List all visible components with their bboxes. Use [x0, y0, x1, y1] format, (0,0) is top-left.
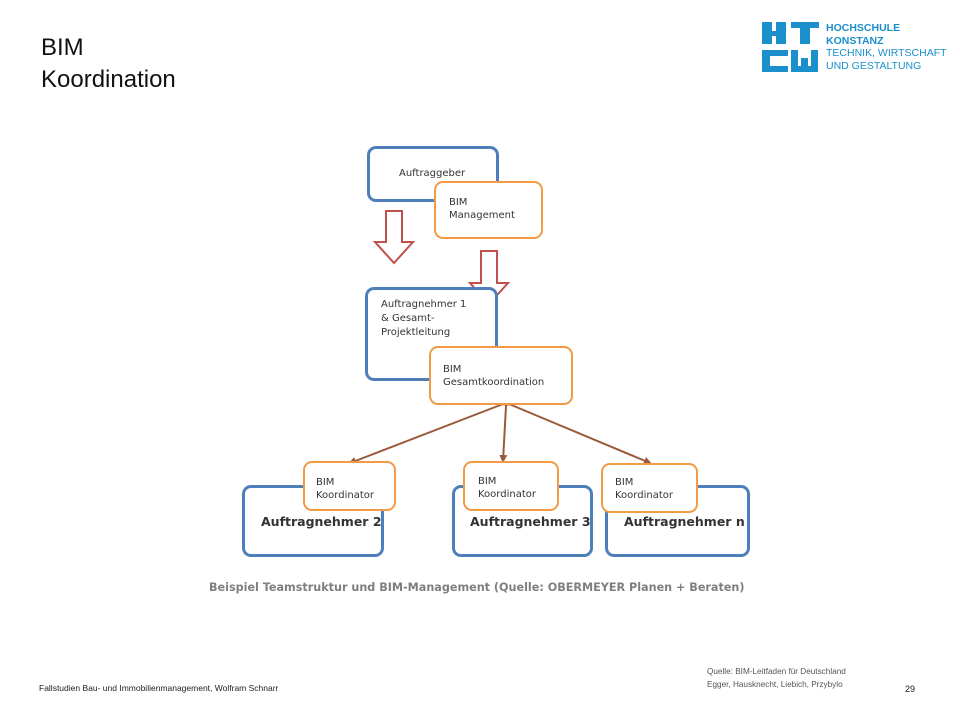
- bim-koordinator-2-label: BIM Koordinator: [316, 477, 374, 501]
- title-line-2: Koordination: [41, 66, 176, 93]
- logo-line-1: HOCHSCHULE: [826, 22, 901, 34]
- logo-line-3: TECHNIK, WIRTSCHAFT: [826, 47, 947, 59]
- auftragnehmer-1-label: Auftragnehmer 1 & Gesamt- Projektleitung: [381, 299, 467, 338]
- bim-gesamtkoordination-box: [429, 346, 573, 405]
- source-line-2: Egger, Hausknecht, Liebich, Przybylo: [707, 679, 843, 689]
- bim-gesamtkoordination-label: BIM Gesamtkoordination: [443, 364, 545, 388]
- bim-koordinator-3-box: [463, 461, 559, 511]
- auftragnehmer-n-label: Auftragnehmer n: [624, 514, 745, 529]
- logo-line-2: KONSTANZ: [826, 34, 884, 47]
- bim-koordinator-n-label: BIM Koordinator: [615, 477, 673, 501]
- footer-text: Fallstudien Bau- und Immobilienmanagemen…: [39, 683, 279, 693]
- bim-management-box: [434, 181, 543, 239]
- down-arrow-1: [372, 210, 416, 265]
- bim-koordinator-n-box: [601, 463, 698, 513]
- bim-koordinator-3-label: BIM Koordinator: [478, 476, 536, 500]
- page-number: 29: [905, 684, 916, 694]
- logo-line-4: UND GESTALTUNG: [826, 59, 922, 72]
- connector-left: [348, 398, 511, 465]
- title-line-1: BIM: [41, 34, 84, 61]
- connector-right: [501, 397, 652, 465]
- htwg-logo-icon: [762, 22, 819, 72]
- source-note: Quelle: BIM-Leitfaden für Deutschland Eg…: [707, 666, 846, 691]
- logo-text: HOCHSCHULE KONSTANZ TECHNIK, WIRTSCHAFT …: [826, 22, 947, 72]
- diagram-caption: Beispiel Teamstruktur und BIM-Management…: [209, 581, 745, 594]
- bim-management-label: BIM Management: [449, 197, 515, 221]
- auftraggeber-label: Auftraggeber: [399, 168, 466, 179]
- connector-middle: [499, 399, 511, 463]
- auftragnehmer-2-label: Auftragnehmer 2: [261, 514, 382, 529]
- slide-title: BIM Koordination: [41, 32, 176, 96]
- bim-koordinator-2-box: [303, 461, 396, 511]
- source-line-1: Quelle: BIM-Leitfaden für Deutschland: [707, 667, 846, 676]
- auftragnehmer-3-label: Auftragnehmer 3: [470, 514, 591, 529]
